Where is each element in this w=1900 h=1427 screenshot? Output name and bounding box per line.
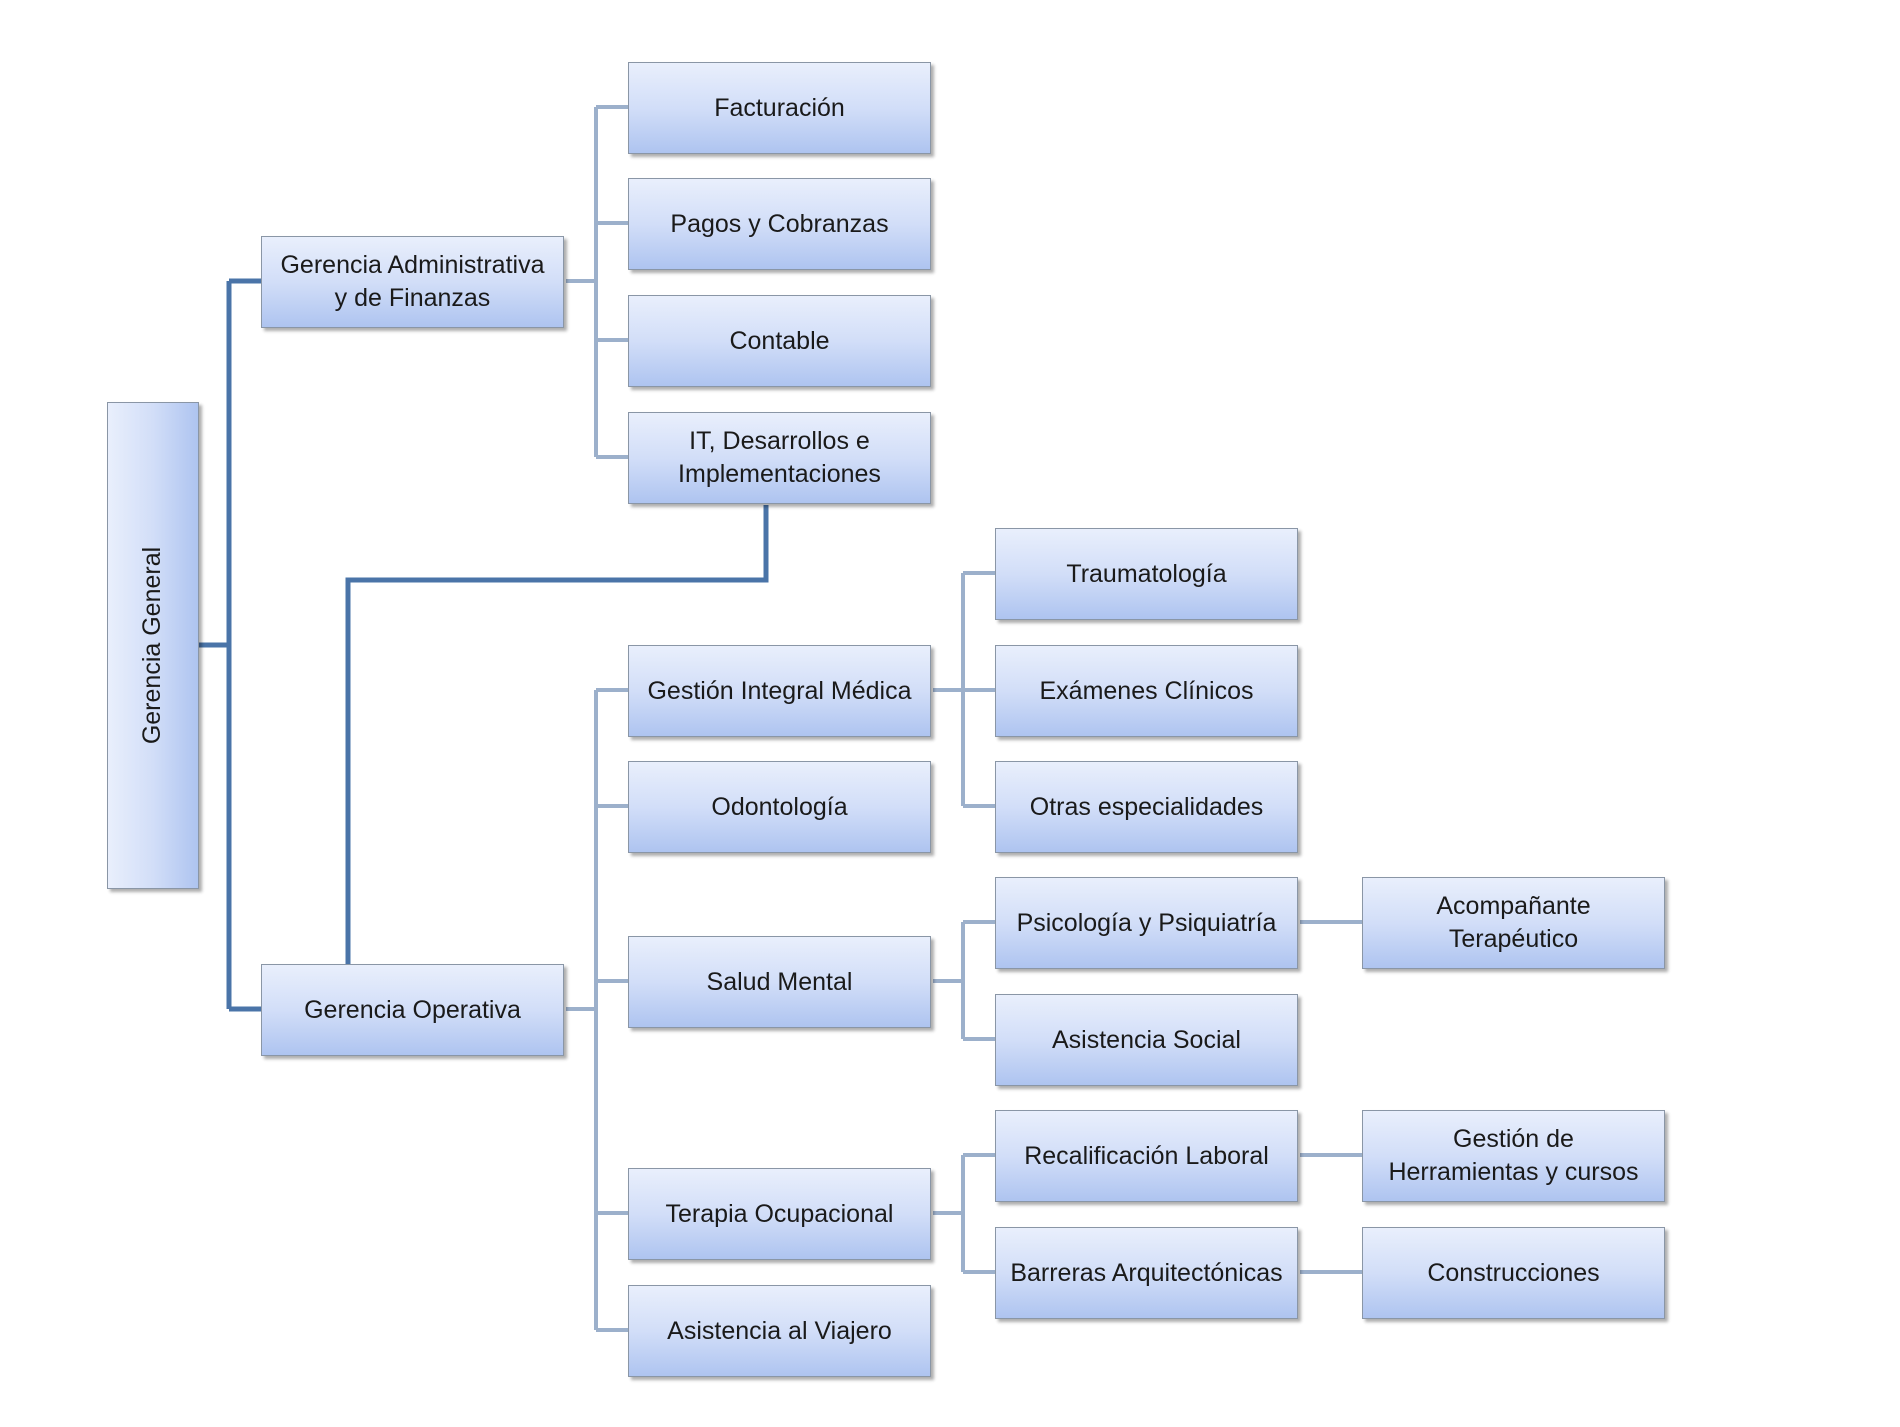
node-acompanante-terapeutico: Acompañante Terapéutico — [1362, 877, 1665, 969]
node-recalificacion-laboral: Recalificación Laboral — [995, 1110, 1298, 1202]
connectors-operativa — [566, 688, 628, 1332]
connectors-gestion — [933, 571, 995, 808]
node-gerencia-general: Gerencia General — [107, 402, 199, 889]
node-construcciones: Construcciones — [1362, 1227, 1665, 1319]
node-gerencia-administrativa: Gerencia Administrativa y de Finanzas — [261, 236, 564, 328]
connectors-root — [198, 278, 769, 1012]
node-salud-mental: Salud Mental — [628, 936, 931, 1028]
node-gestion-herramientas: Gestión de Herramientas y cursos — [1362, 1110, 1665, 1202]
connectors-salud — [933, 920, 1362, 1041]
node-terapia-ocupacional: Terapia Ocupacional — [628, 1168, 931, 1260]
node-examenes-clinicos: Exámenes Clínicos — [995, 645, 1298, 737]
node-traumatologia: Traumatología — [995, 528, 1298, 620]
node-facturacion: Facturación — [628, 62, 931, 154]
node-odontologia: Odontología — [628, 761, 931, 853]
node-gestion-integral-medica: Gestión Integral Médica — [628, 645, 931, 737]
node-psicologia-psiquiatria: Psicología y Psiquiatría — [995, 877, 1298, 969]
node-asistencia-viajero: Asistencia al Viajero — [628, 1285, 931, 1377]
node-contable: Contable — [628, 295, 931, 387]
connectors-terapia — [933, 1153, 1362, 1274]
node-asistencia-social: Asistencia Social — [995, 994, 1298, 1086]
connectors-admin — [566, 105, 628, 459]
node-it-desarrollos: IT, Desarrollos e Implementaciones — [628, 412, 931, 504]
node-pagos-cobranzas: Pagos y Cobranzas — [628, 178, 931, 270]
node-gerencia-operativa: Gerencia Operativa — [261, 964, 564, 1056]
node-otras-especialidades: Otras especialidades — [995, 761, 1298, 853]
node-barreras-arquitectonicas: Barreras Arquitectónicas — [995, 1227, 1298, 1319]
node-label: Gerencia General — [138, 546, 167, 745]
